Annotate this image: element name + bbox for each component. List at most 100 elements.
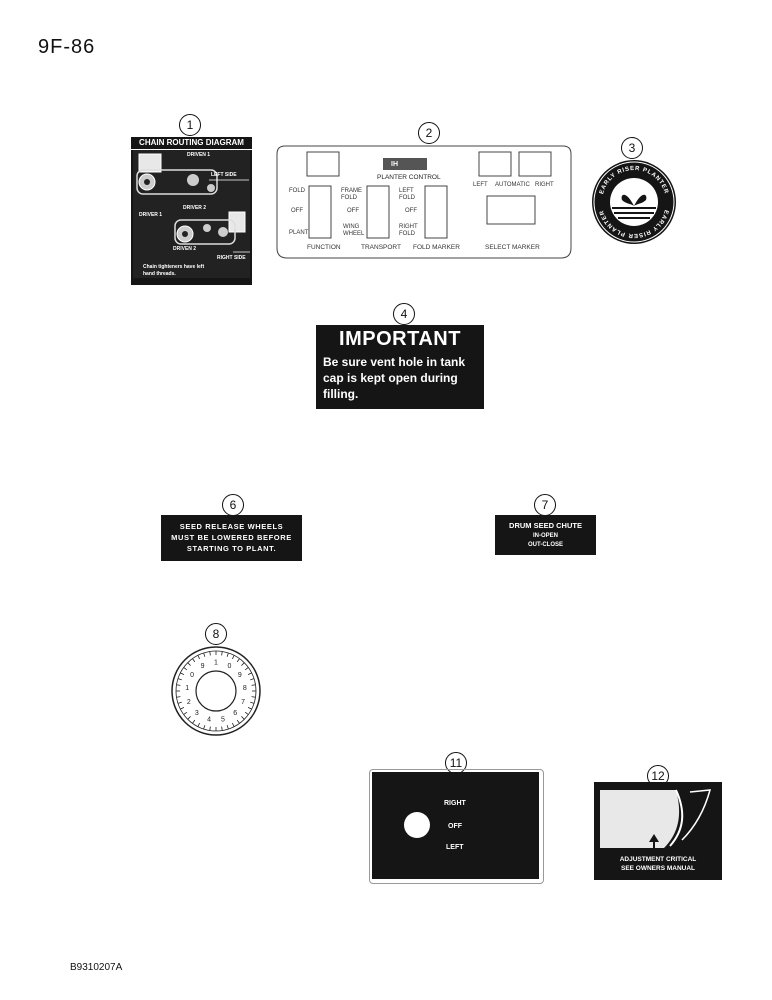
dial-tick: [250, 678, 255, 681]
seed-release-line-3: STARTING TO PLANT.: [186, 544, 277, 553]
dial-tick: [251, 684, 256, 686]
dial-tick: [197, 655, 201, 660]
switch-knob-hole: [404, 812, 430, 838]
drum-chute-title: DRUM SEED CHUTE: [509, 521, 582, 530]
dial-tick: [226, 725, 229, 730]
dial-tick: [192, 719, 196, 724]
important-title: IMPORTANT: [339, 328, 461, 350]
chain-routing-diagram: DRIVEN 1 LEFT SIDE DRIVER 1 DRIVER 2 DRI…: [133, 150, 250, 278]
foldmarker-off-label: OFF: [405, 208, 417, 214]
seed-release-decal: SEED RELEASE WHEELS MUST BE LOWERED BEFO…: [161, 515, 302, 561]
callout-7: 7: [534, 494, 556, 516]
footer-code: B9310207A: [70, 962, 123, 973]
dial-tick: [221, 651, 223, 656]
dial-tick: [236, 719, 240, 724]
callout-8: 8: [205, 623, 227, 645]
adjustment-graphic: [600, 789, 712, 854]
section-select-marker-label: SELECT MARKER: [485, 244, 540, 251]
dial-tick: [209, 726, 211, 731]
dial-tick: [209, 651, 211, 656]
callout-1: 1: [179, 114, 201, 136]
dial-tick: [241, 716, 245, 720]
marker-left-label: LEFT: [473, 182, 488, 188]
dial-tick: [187, 662, 191, 666]
dial-tick: [231, 655, 235, 660]
dial-number: 7: [241, 699, 245, 706]
section-transport-label: TRANSPORT: [361, 244, 401, 251]
dial-tick: [177, 678, 182, 681]
dial-number: 8: [243, 685, 247, 692]
dial-tick: [231, 722, 235, 727]
function-off-label: OFF: [291, 208, 303, 214]
seed-release-line-2: MUST BE LOWERED BEFORE: [171, 533, 292, 542]
dial-tick: [250, 701, 255, 704]
dial-tick: [241, 662, 245, 666]
callout-6: 6: [222, 494, 244, 516]
dial-tick: [180, 706, 185, 710]
callout-4: 4: [393, 303, 415, 325]
dial-tick: [192, 658, 196, 663]
seed-release-line-1: SEED RELEASE WHEELS: [179, 522, 284, 531]
dial-tick: [180, 672, 185, 676]
foldmarker-left-fold-label: LEFT FOLD: [399, 188, 416, 201]
dial-tick: [177, 701, 182, 704]
drum-chute-out-close: OUT-CLOSE: [527, 542, 563, 548]
dial-number: 6: [233, 710, 237, 717]
transport-wing-wheel-label: WING WHEEL: [343, 224, 365, 237]
dial-tick: [226, 652, 229, 657]
dial-number: 4: [207, 717, 211, 724]
dial-tick: [187, 716, 191, 720]
ih-logo: IH: [391, 161, 398, 168]
switch-off-label: OFF: [448, 823, 462, 830]
dial-number: 9: [238, 672, 242, 679]
dial-tick: [183, 667, 188, 671]
chain-routing-decal: CHAIN ROUTING DIAGRAM DRIVEN 1 LEFT SIDE…: [131, 137, 252, 285]
transport-off-label: OFF: [347, 208, 359, 214]
transport-frame-fold-label: FRAME FOLD: [341, 188, 362, 201]
function-plant-label: PLANT: [289, 230, 309, 236]
early-riser-badge: EARLY RISER PLANTER EARLY RISER PLANTER: [592, 160, 676, 244]
drum-seed-chute-decal: DRUM SEED CHUTE IN-OPEN OUT-CLOSE: [495, 515, 596, 555]
dial-number: 9: [201, 663, 205, 670]
dial-number: 1: [185, 685, 189, 692]
dial-number: 5: [221, 717, 225, 724]
foldmarker-right-fold-label: RIGHT FOLD: [399, 224, 418, 237]
label-left-side: LEFT SIDE: [211, 172, 237, 178]
chain-diagram-graphic: [136, 153, 250, 253]
label-right-side: RIGHT SIDE: [217, 255, 246, 261]
chain-note-line-1: Chain tighteners have left: [143, 264, 205, 270]
dial-tick: [247, 706, 252, 710]
label-driver-1: DRIVER 1: [139, 212, 163, 218]
label-driver-2: DRIVER 2: [183, 205, 207, 211]
dial-number: 2: [187, 699, 191, 706]
dial-tick: [236, 658, 240, 663]
dial-tick: [197, 722, 201, 727]
label-driven-2: DRIVEN 2: [173, 246, 197, 252]
planter-control-title: PLANTER CONTROL: [377, 174, 441, 181]
important-line-2: cap is kept open during: [323, 371, 458, 385]
dial-tick: [244, 711, 249, 715]
dial-number: 1: [214, 660, 218, 667]
label-driven-1: DRIVEN 1: [187, 152, 211, 158]
page-number: 9F-86: [38, 36, 96, 58]
dial-tick: [203, 725, 206, 730]
callout-2: 2: [418, 122, 440, 144]
section-foldmarker-label: FOLD MARKER: [413, 244, 460, 251]
dial-tick: [176, 684, 181, 686]
dial-tick: [251, 696, 256, 698]
callout-12: 12: [647, 765, 669, 787]
planter-control-panel-outline: [276, 145, 572, 259]
adjustment-line-1: ADJUSTMENT CRITICAL: [619, 856, 697, 863]
adjustment-critical-decal: ADJUSTMENT CRITICAL SEE OWNERS MANUAL: [594, 782, 722, 880]
dial-tick: [183, 711, 188, 715]
important-line-1: Be sure vent hole in tank: [323, 355, 466, 369]
function-fold-label: FOLD: [289, 188, 306, 194]
right-off-left-decal: RIGHT OFF LEFT: [372, 772, 539, 879]
marker-right-label: RIGHT: [535, 182, 554, 188]
marker-automatic-label: AUTOMATIC: [495, 182, 530, 188]
dial-tick: [221, 726, 223, 731]
early-riser-emblem: EARLY RISER PLANTER EARLY RISER PLANTER: [593, 161, 675, 243]
switch-decal-border: [369, 769, 544, 884]
dial-tick: [176, 696, 181, 698]
